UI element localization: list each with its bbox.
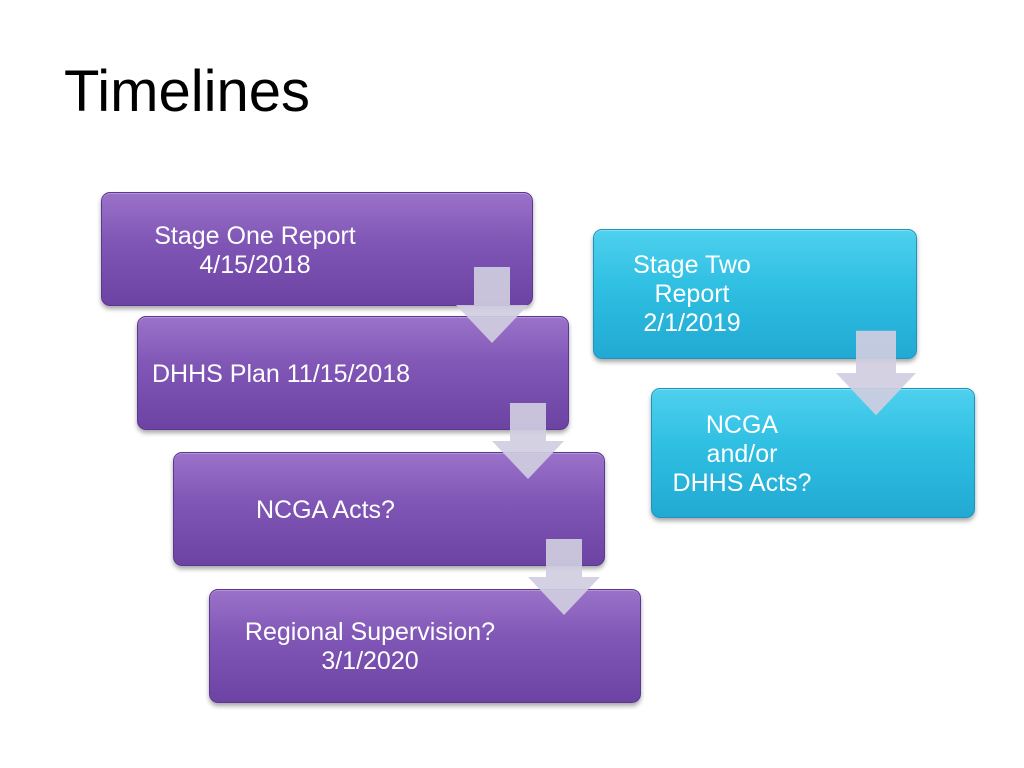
stage-one-report-date: 4/15/2018 — [199, 251, 311, 279]
stage-one-report-box: Stage One Report 4/15/2018 — [101, 192, 533, 306]
regional-supervision-label: Regional Supervision? — [244, 618, 496, 646]
ncga-dhhs-acts-label-2: and/or — [706, 440, 778, 468]
stage-two-report-label-1: Stage Two — [633, 251, 751, 279]
dhhs-plan-label: DHHS Plan 11/15/2018 — [152, 360, 411, 388]
ncga-dhhs-acts-label-3: DHHS Acts? — [672, 469, 812, 497]
down-arrow-icon — [456, 267, 528, 343]
regional-supervision-date: 3/1/2020 — [321, 647, 419, 675]
stage-two-report-date: 2/1/2019 — [643, 309, 741, 337]
down-arrow-icon — [836, 330, 916, 416]
stage-one-report-label: Stage One Report — [154, 222, 356, 250]
ncga-acts-label: NCGA Acts? — [256, 496, 395, 524]
stage-two-report-label-2: Report — [654, 280, 730, 308]
slide-title: Timelines — [64, 59, 311, 124]
ncga-dhhs-acts-label-1: NCGA — [705, 411, 779, 439]
down-arrow-icon — [492, 403, 564, 479]
ncga-dhhs-acts-box: NCGA and/or DHHS Acts? — [651, 388, 975, 518]
down-arrow-icon — [528, 539, 600, 615]
